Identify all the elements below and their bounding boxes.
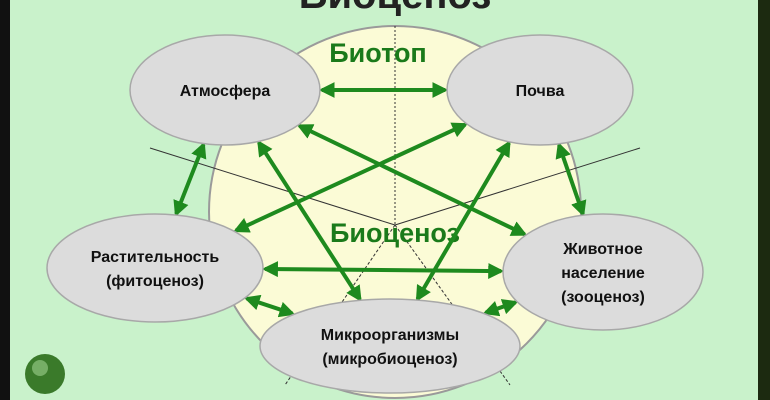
node-label: Атмосфера xyxy=(180,83,271,100)
node-label: (фитоценоз) xyxy=(106,273,204,290)
node-label: Почва xyxy=(516,83,565,100)
node-atmosphere: Атмосфера xyxy=(129,34,321,146)
node-label: (микробиоценоз) xyxy=(322,351,457,368)
slide-title: Биоценоз xyxy=(299,0,492,17)
biotope-label: Биотоп xyxy=(329,38,427,68)
arrow-animals-microbes xyxy=(482,299,519,317)
node-ellipse xyxy=(259,298,521,394)
right-frame xyxy=(758,0,770,400)
node-ellipse xyxy=(46,213,264,323)
node-plants: Растительность (фитоценоз) xyxy=(46,213,264,323)
node-label: (зооценоз) xyxy=(561,289,645,306)
divider-line xyxy=(394,224,511,386)
node-ellipse xyxy=(129,34,321,146)
node-animals: Животное население (зооценоз) xyxy=(502,213,704,331)
arrow-atmosphere-plants xyxy=(173,141,207,217)
arrow-plants-animals xyxy=(261,261,505,279)
node-ellipse xyxy=(446,34,634,146)
arrow-plants-microbes xyxy=(243,294,296,318)
node-soil: Почва xyxy=(446,34,634,146)
node-label: Животное xyxy=(562,241,643,258)
biocenosis-label: Биоценоз xyxy=(330,218,460,248)
arrow-soil-animals xyxy=(555,141,587,218)
node-label: население xyxy=(561,265,645,282)
node-ellipse xyxy=(502,213,704,331)
node-label: Микроорганизмы xyxy=(321,327,459,344)
node-label: Растительность xyxy=(91,249,220,266)
globe-icon xyxy=(25,354,65,394)
node-microbes: Микроорганизмы (микробиоценоз) xyxy=(259,298,521,394)
